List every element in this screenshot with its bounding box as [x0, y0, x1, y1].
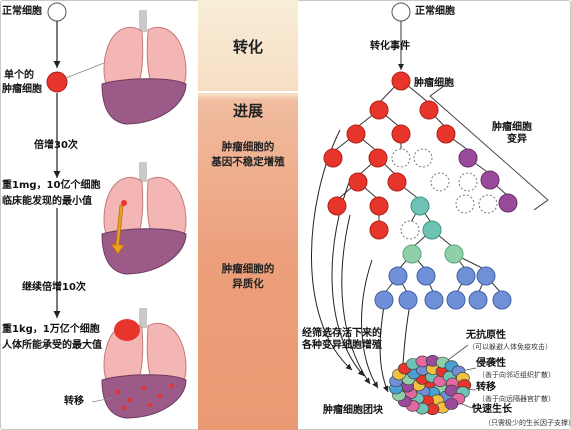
variant-line1: 肿瘤细胞 — [492, 122, 532, 133]
trait-4-title: 快速生长 — [472, 404, 512, 415]
cell-node — [424, 290, 444, 310]
cell-node — [327, 196, 347, 216]
body-max-label-1: 重1kg，1万亿个细胞 — [2, 324, 100, 335]
cell-node — [444, 244, 464, 264]
clinical-min-label-1: 重1mg，10亿个细胞 — [2, 180, 101, 191]
tumor-mass-cell — [444, 398, 459, 410]
cell-node — [391, 124, 411, 144]
cell-node — [369, 220, 389, 240]
transformation-event-label: 转化事件 — [370, 41, 410, 52]
dead-cell-node — [455, 194, 475, 214]
selection-line2: 各种变异细胞增殖 — [302, 340, 382, 351]
trait-2-title: 侵袭性 — [476, 358, 506, 369]
right-tree-lines — [332, 21, 549, 295]
cell-node — [346, 124, 366, 144]
right-normal-cell — [391, 2, 411, 22]
trait-1-note: （可以躲避人体免疫攻击） — [468, 343, 552, 351]
dead-cell-node — [391, 148, 411, 168]
heterogeneity-line2: 异质化 — [232, 278, 264, 290]
variant-label: 肿瘤细胞 变异 — [492, 122, 532, 146]
cell-node — [398, 290, 418, 310]
organ-illustration-2 — [101, 162, 187, 275]
right-normal-cell-label: 正常细胞 — [415, 6, 455, 17]
transformation-title: 转化 — [232, 38, 263, 56]
genome-instability-label: 肿瘤细胞的 基因不稳定增殖 — [198, 140, 298, 170]
cell-node — [369, 196, 389, 216]
genome-instability-line2: 基因不稳定增殖 — [211, 156, 285, 168]
dead-cell-node — [400, 220, 420, 240]
tumor-cell-label: 肿瘤细胞 — [414, 78, 454, 89]
selection-arrows — [311, 129, 411, 393]
variant-line2: 变异 — [507, 134, 527, 145]
trait-1-title: 无抗原性 — [466, 330, 506, 341]
trait-3-note: （善于向远隔器官扩散） — [478, 395, 555, 403]
organ-illustration-3 — [91, 308, 187, 419]
dead-cell-node — [478, 194, 498, 214]
doubling-30-label: 倍增30次 — [34, 140, 78, 151]
trait-2-note: （善于向邻近组织扩散） — [478, 371, 555, 379]
body-max-label-2: 人体所能承受的最大值 — [2, 340, 102, 351]
dead-cell-node — [458, 172, 478, 192]
doubling-10-label: 继续倍增10次 — [22, 282, 86, 293]
cell-node — [323, 148, 343, 168]
cell-node — [402, 244, 422, 264]
cell-node — [456, 266, 476, 286]
metastasis-label: 转移 — [64, 396, 84, 407]
trait-4-note: （只需极少的生长因子支撑） — [484, 419, 571, 427]
cell-node — [416, 266, 436, 286]
selection-line1: 经筛选存活下来的 — [302, 328, 382, 339]
cell-node — [480, 170, 500, 190]
cell-node — [348, 172, 368, 192]
band-separator — [198, 91, 298, 93]
cell-node — [391, 71, 411, 91]
cell-node — [374, 290, 394, 310]
left-normal-cell-label: 正常细胞 — [2, 6, 42, 17]
cell-node — [422, 220, 442, 240]
cell-node — [436, 124, 456, 144]
dead-cell-node — [413, 148, 433, 168]
cell-node — [388, 266, 408, 286]
organ-illustration-1 — [101, 10, 187, 125]
cell-node — [419, 100, 439, 120]
cell-tree-nodes — [323, 71, 518, 310]
tumor-mass-label: 肿瘤细胞团块 — [323, 405, 383, 416]
cell-node — [498, 193, 518, 213]
tumor-mass — [389, 354, 472, 416]
cell-node — [468, 290, 488, 310]
heterogeneity-line1: 肿瘤细胞的 — [221, 263, 275, 275]
trait-3-title: 转移 — [476, 382, 496, 393]
clinical-min-label-2: 临床能发现的最小值 — [2, 196, 92, 207]
selection-label: 经筛选存活下来的 各种变异细胞增殖 — [302, 328, 382, 352]
cell-node — [476, 266, 496, 286]
progression-title: 进展 — [232, 102, 263, 120]
genome-instability-line1: 肿瘤细胞的 — [221, 141, 275, 153]
center-column: 转化 进展 肿瘤细胞的 基因不稳定增殖 肿瘤细胞的 异质化 — [198, 0, 298, 430]
left-timeline — [46, 2, 133, 318]
single-tumor-cell-label-1: 单个的 — [4, 70, 34, 81]
heterogeneity-label: 肿瘤细胞的 异质化 — [198, 262, 298, 292]
cell-node — [458, 148, 478, 168]
cell-node — [387, 172, 407, 192]
cell-node — [369, 100, 389, 120]
cell-node — [368, 148, 388, 168]
single-tumor-cell-label-2: 肿瘤细胞 — [2, 84, 42, 95]
cell-node — [446, 290, 466, 310]
dead-cell-node — [430, 172, 450, 192]
cell-node — [492, 290, 512, 310]
cell-node — [410, 196, 430, 216]
